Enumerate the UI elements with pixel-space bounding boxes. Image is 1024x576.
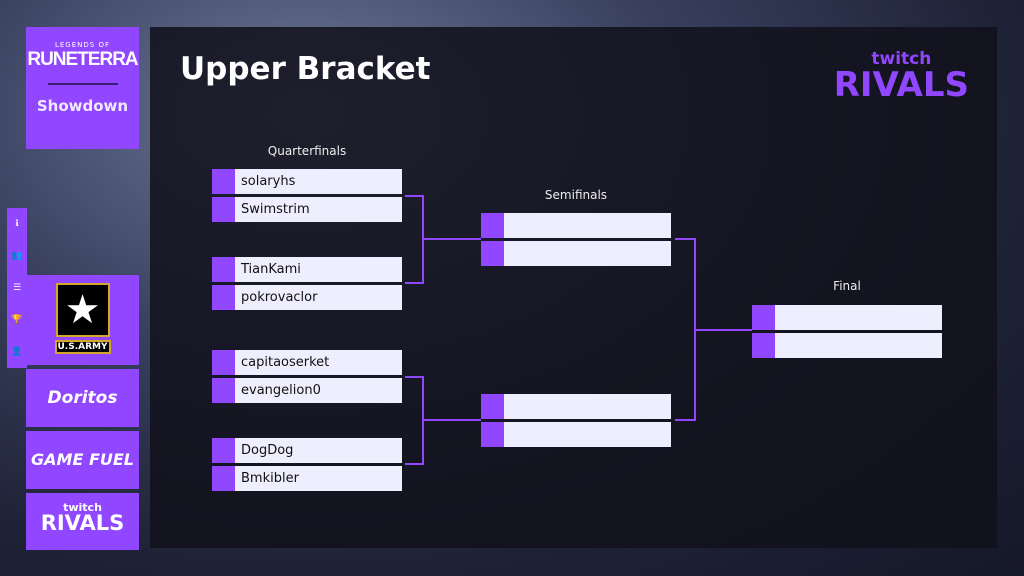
quarterfinal-slot[interactable]: DogDog [212, 438, 402, 463]
sponsor-army: ★ U.S.ARMY [26, 275, 139, 365]
game-title: RUNETERRA [27, 49, 138, 70]
seed-marker [481, 422, 504, 447]
seed-marker [212, 169, 235, 194]
seed-marker [752, 305, 775, 330]
info-icon[interactable]: ℹ [15, 219, 19, 229]
quarterfinal-slot[interactable]: TianKami [212, 257, 402, 282]
quarterfinal-slot[interactable]: solaryhs [212, 169, 402, 194]
divider [47, 83, 118, 85]
seed-marker [212, 438, 235, 463]
event-name: Showdown [36, 97, 129, 115]
seed-marker [481, 241, 504, 266]
game-subtitle: LEGENDS OF [54, 41, 110, 49]
seed-marker [212, 257, 235, 282]
event-logo: LEGENDS OF RUNETERRA Showdown [26, 27, 139, 149]
seed-marker [481, 394, 504, 419]
player-name: Swimstrim [241, 202, 310, 217]
icon-bar: ℹ 👥 ☰ 🏆 👤 [7, 208, 27, 368]
player-name: DogDog [241, 443, 294, 458]
twitch-rivals-logo: twitch RIVALS [833, 49, 969, 105]
trophy-icon[interactable]: 🏆 [11, 315, 23, 325]
army-text: U.S.ARMY [54, 340, 111, 354]
quarterfinal-slot[interactable]: Bmkibler [212, 466, 402, 491]
seed-marker [212, 285, 235, 310]
player-name: capitaoserket [241, 355, 330, 370]
players-icon[interactable]: 👤 [11, 347, 23, 357]
seed-marker [212, 197, 235, 222]
round-label-semifinals: Semifinals [544, 188, 608, 202]
semifinal-slot[interactable] [481, 213, 671, 238]
quarterfinal-slot[interactable]: Swimstrim [212, 197, 402, 222]
sponsor-doritos: Doritos [26, 369, 139, 427]
sponsor-gamefuel: GAME FUEL [26, 431, 139, 489]
seed-marker [212, 466, 235, 491]
brand-twitch: twitch [871, 49, 932, 69]
player-name: pokrovaclor [241, 290, 318, 305]
quarterfinal-slot[interactable]: capitaoserket [212, 350, 402, 375]
sponsor-twitch-rivals: twitch RIVALS [26, 493, 139, 550]
player-name: TianKami [241, 262, 301, 277]
seed-marker [212, 350, 235, 375]
seed-marker [481, 213, 504, 238]
page-title: Upper Bracket [180, 51, 431, 87]
round-label-quarterfinals: Quarterfinals [267, 144, 347, 158]
star-icon: ★ [55, 283, 110, 337]
teams-icon[interactable]: 👥 [11, 251, 23, 261]
round-label-final: Final [833, 279, 861, 293]
standings-icon[interactable]: ☰ [12, 283, 22, 293]
player-name: evangelion0 [241, 383, 321, 398]
semifinal-slot[interactable] [481, 241, 671, 266]
semifinal-slot[interactable] [481, 422, 671, 447]
player-name: solaryhs [241, 174, 296, 189]
brand-rivals: RIVALS [833, 65, 969, 105]
semifinal-slot[interactable] [481, 394, 671, 419]
rivals-text: RIVALS [40, 511, 125, 535]
player-name: Bmkibler [241, 471, 299, 486]
seed-marker [752, 333, 775, 358]
twitch-text: twitch [63, 501, 102, 514]
final-slot[interactable] [752, 305, 942, 330]
quarterfinal-slot[interactable]: evangelion0 [212, 378, 402, 403]
seed-marker [212, 378, 235, 403]
quarterfinal-slot[interactable]: pokrovaclor [212, 285, 402, 310]
final-slot[interactable] [752, 333, 942, 358]
bracket-panel: Upper Bracket twitch RIVALS Quarterfinal… [150, 27, 997, 548]
